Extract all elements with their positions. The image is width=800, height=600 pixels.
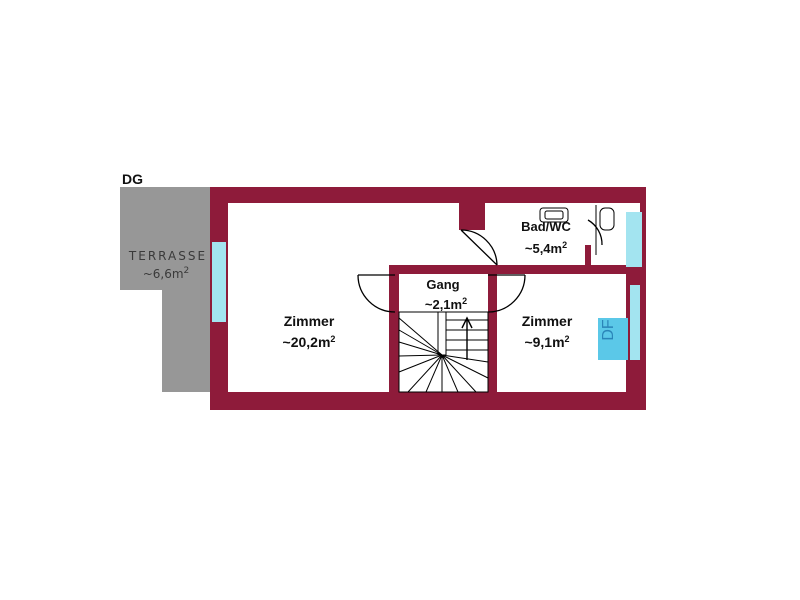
sink-basin <box>544 210 564 220</box>
stair-well-outline <box>398 311 489 393</box>
room-area-zimmer-large-value: ~20,2m <box>283 334 331 350</box>
wall-gang-top <box>393 265 646 274</box>
room-area-gang-value: ~2,1m <box>425 297 462 312</box>
window-bath <box>626 212 642 267</box>
wall-bad-door-jamb <box>585 245 591 273</box>
terrace-area-text: ~6,6m2 <box>143 266 190 281</box>
room-area-zimmer-large: ~20,2m2 <box>283 334 336 350</box>
stair-tread-7 <box>425 354 443 393</box>
wall-gang-right <box>488 265 497 410</box>
room-name-bath: Bad/WC <box>521 219 571 234</box>
wall-gang-left <box>389 265 399 410</box>
stair-tread-1 <box>398 317 443 356</box>
room-area-zimmer-small-value: ~9,1m <box>524 334 564 350</box>
toilet-icon <box>599 207 615 231</box>
stair-tread-9 <box>441 354 459 393</box>
door-bath-inner <box>587 219 603 246</box>
stair-tread-10 <box>441 354 477 393</box>
terrace: TERRASSE ~6,6m2 <box>120 187 210 392</box>
room-labels: Bad/WC ~5,4m2 Gang ~2,1m2 Zimmer ~20,2m2… <box>283 219 573 350</box>
stair-tread-6 <box>407 354 443 393</box>
doors <box>357 219 603 313</box>
room-area-bath: ~5,4m2 <box>525 240 567 256</box>
arrow-up-icon <box>461 316 473 360</box>
floor-label: DG <box>122 171 143 187</box>
windows <box>212 212 642 360</box>
terrace-area-value: ~6,6m <box>143 267 184 281</box>
bath-fixtures <box>539 205 615 255</box>
window-terrace <box>212 242 226 322</box>
window-room-right <box>630 285 640 360</box>
room-name-gang: Gang <box>426 277 459 292</box>
room-name-zimmer-small: Zimmer <box>522 313 573 329</box>
room-area-gang-sup: 2 <box>462 296 467 306</box>
df-box <box>598 318 628 360</box>
wall-right-upper <box>640 187 646 280</box>
room-area-gang: ~2,1m2 <box>425 296 467 312</box>
room-area-zimmer-small-sup: 2 <box>565 334 570 344</box>
terrace-area <box>120 187 210 392</box>
door-gang-right <box>487 274 526 313</box>
df-marker: DF <box>598 318 628 360</box>
room-area-bath-value: ~5,4m <box>525 241 562 256</box>
wall-bottom <box>210 392 646 410</box>
stair-tread-11 <box>441 354 489 379</box>
door-bath-swing <box>460 229 498 266</box>
stair-tread-2 <box>398 329 443 356</box>
stair-tread-12 <box>441 354 489 363</box>
wall-bad-left <box>459 187 485 230</box>
wall-top <box>210 187 643 203</box>
stair-tread-4 <box>398 354 443 357</box>
terrace-name: TERRASSE <box>128 249 207 263</box>
stair-treads <box>398 317 489 393</box>
terrace-area-unit-sup: 2 <box>184 266 190 276</box>
stair-tread-3 <box>398 341 443 356</box>
room-area-zimmer-large-sup: 2 <box>330 334 335 344</box>
sink-icon <box>539 207 569 223</box>
room-area-zimmer-small: ~9,1m2 <box>524 334 569 350</box>
door-gang-left <box>357 274 396 313</box>
df-label: DF <box>600 319 617 341</box>
room-name-zimmer-large: Zimmer <box>284 313 335 329</box>
stair-tread-5 <box>398 354 443 373</box>
room-area-bath-sup: 2 <box>562 240 567 250</box>
staircase <box>398 311 489 393</box>
